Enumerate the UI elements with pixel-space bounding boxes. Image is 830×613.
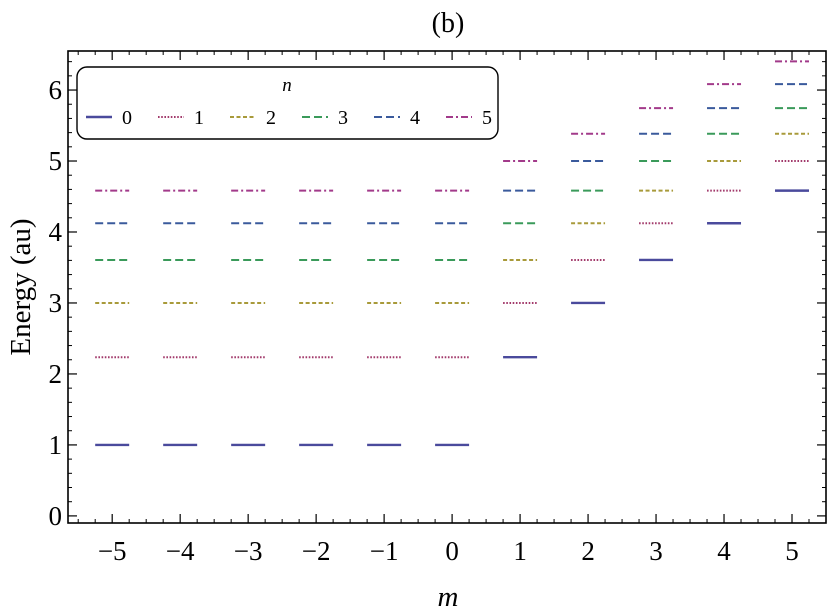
plot-frame [67,50,827,524]
legend-box [76,66,499,140]
x-axis-label: m [438,581,459,613]
y-tick-labels: 0 1 2 3 4 5 6 [49,75,63,531]
legend-items: 0 1 2 3 4 5 [86,107,492,129]
energy-levels [95,60,810,447]
y-tick-label: 3 [49,288,63,318]
legend-label-n2: 2 [266,107,276,129]
y-tick-label: 5 [49,146,63,176]
chart-title: (b) [432,8,465,39]
x-tick-label: −3 [234,536,263,566]
y-axis-label: Energy (au) [5,218,37,355]
legend: n 0 1 2 3 4 5 [76,66,499,140]
axis-ticks [68,51,827,523]
legend-label-n4: 4 [410,107,420,129]
legend-label-n1: 1 [194,107,204,129]
y-tick-label: 4 [49,217,63,247]
legend-title: n [282,75,292,96]
x-tick-label: 0 [445,536,459,566]
x-tick-label: −5 [98,536,127,566]
y-tick-label: 2 [49,359,63,389]
x-tick-label: −2 [302,536,331,566]
y-tick-label: 1 [49,430,63,460]
x-tick-label: −4 [166,536,195,566]
x-tick-label: 5 [785,536,799,566]
legend-label-n3: 3 [338,107,348,129]
x-tick-label: 2 [581,536,595,566]
x-tick-label: 3 [649,536,663,566]
legend-label-n0: 0 [122,107,132,129]
x-tick-label: 1 [513,536,527,566]
legend-label-n5: 5 [482,107,492,129]
y-tick-label: 6 [49,75,63,105]
x-tick-label: 4 [717,536,731,566]
x-tick-labels: −5 −4 −3 −2 −1 0 1 2 3 4 5 [98,536,799,566]
y-tick-label: 0 [49,501,63,531]
x-tick-label: −1 [370,536,399,566]
